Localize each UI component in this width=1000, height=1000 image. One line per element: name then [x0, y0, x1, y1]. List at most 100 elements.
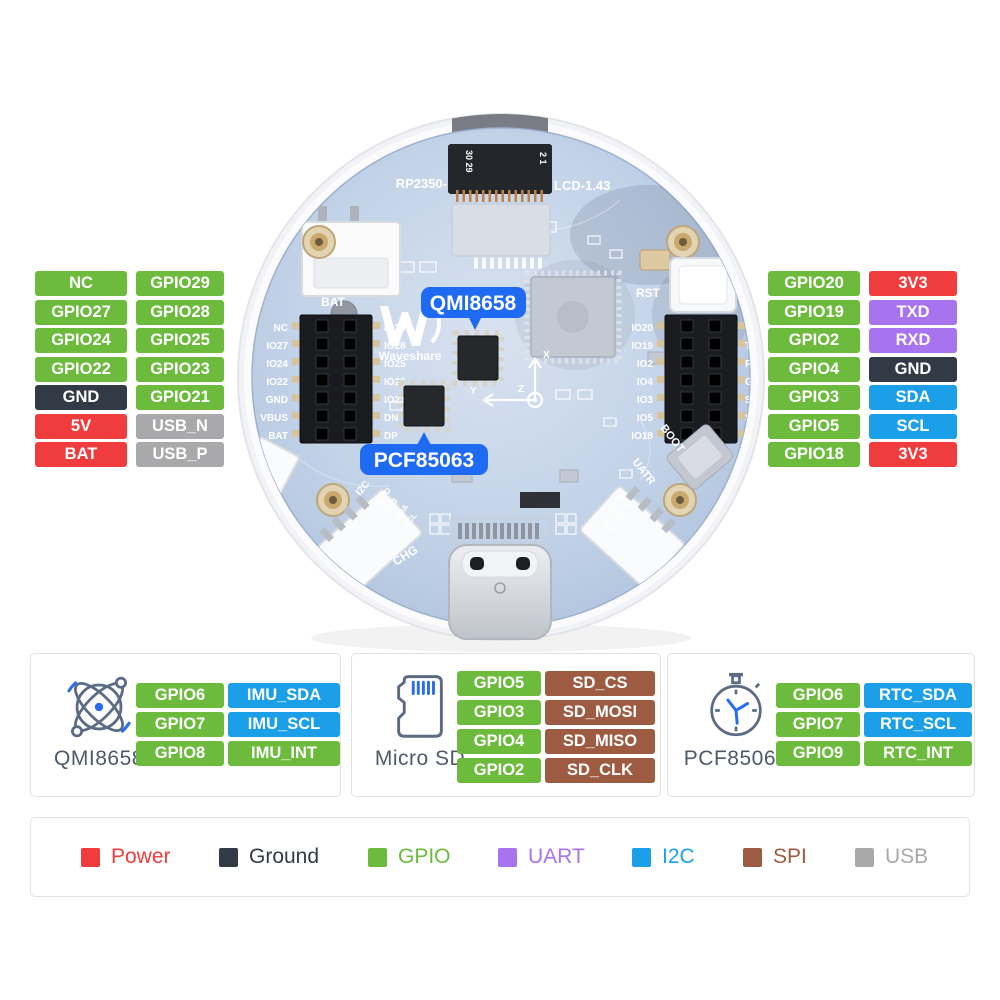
gpio-swatch: [368, 847, 387, 867]
uart-connector: [579, 485, 685, 589]
pin-label: 3V3: [869, 271, 957, 296]
pin-label: RTC_INT: [864, 741, 972, 766]
svg-text:IO29: IO29: [384, 323, 406, 334]
pin-label: RTC_SCL: [864, 712, 972, 737]
pin-label: GPIO28: [136, 299, 224, 325]
pin-label: GPIO20: [768, 271, 860, 296]
svg-text:DP: DP: [384, 431, 398, 442]
pin-label: RXD: [869, 328, 957, 353]
module-name: QMI8658: [54, 747, 144, 770]
legend-item-gpio: GPIO: [368, 845, 451, 869]
spi-swatch: [743, 847, 762, 867]
pin-label: SD_MISO: [545, 729, 655, 754]
fpc-pin-marker-right: 2 1: [538, 152, 548, 165]
left-pin-header: [292, 314, 380, 444]
ground-swatch: [219, 847, 238, 867]
svg-text:IO28: IO28: [384, 341, 406, 352]
pin-label: SD_CLK: [545, 758, 655, 783]
svg-text:IO21: IO21: [384, 395, 406, 406]
svg-text:SDA: SDA: [745, 395, 766, 406]
silkscreen-outlines: [369, 221, 633, 535]
legend-item-power: Power: [81, 845, 171, 869]
pin-label: GPIO6: [776, 683, 860, 708]
svg-text:X: X: [543, 350, 550, 361]
pin-label: 3V3: [869, 442, 957, 467]
pin-label: GND: [869, 356, 957, 382]
module-card-microsd: Micro SD GPIO5 SD_CS GPIO3 SD_MOSI GPIO4…: [351, 653, 661, 797]
pin-label: IMU_SCL: [228, 712, 340, 737]
legend-label: I2C: [662, 845, 695, 868]
pin-label: GPIO2: [457, 758, 541, 783]
pin-label: GPIO7: [136, 712, 224, 737]
legend-item-ground: Ground: [219, 845, 319, 869]
pin-label: GPIO5: [768, 413, 860, 439]
pin-label: GPIO5: [457, 671, 541, 696]
usb-c-connector: [448, 517, 552, 640]
pin-label: GND: [35, 385, 127, 410]
pin-label: RTC_SDA: [864, 683, 972, 708]
svg-text:IO18: IO18: [631, 431, 653, 442]
svg-text:TXD: TXD: [745, 341, 765, 352]
display-fpc-connector: [448, 144, 552, 269]
svg-text:IO5: IO5: [637, 413, 654, 424]
fpc-pin-marker-left: 30 29: [464, 150, 474, 173]
waveshare-logo-text: Waveshare: [379, 349, 442, 363]
svg-text:Z: Z: [518, 384, 524, 395]
module-name: PCF85063: [683, 747, 789, 770]
module-name: Micro SD: [374, 747, 466, 770]
pin-label: USB_N: [136, 413, 224, 439]
right-pin-table: GPIO20 3V3 GPIO19 TXD GPIO2 RXD GPIO4 GN…: [768, 271, 957, 467]
rtc-callout: PCF85063: [360, 432, 488, 475]
silkscreen-model-left: RP2350-: [396, 176, 447, 191]
svg-text:RXD: RXD: [745, 359, 766, 370]
legend-item-uart: UART: [498, 845, 585, 869]
imu-callout: QMI8658: [421, 287, 526, 330]
pin-label: GPIO21: [136, 385, 224, 410]
left-pin-table: NC GPIO29 GPIO27 GPIO28 GPIO24 GPIO25 GP…: [35, 271, 224, 467]
pin-label: GPIO22: [35, 356, 127, 382]
pin-label: GPIO3: [457, 700, 541, 725]
boot-button: [666, 424, 734, 490]
pin-label: SD_MOSI: [545, 700, 655, 725]
svg-text:IO24: IO24: [266, 359, 288, 370]
pin-label: GPIO6: [136, 683, 224, 708]
rtc-callout-label: PCF85063: [374, 449, 474, 472]
pin-label: USB_P: [136, 442, 224, 467]
svg-text:GND: GND: [745, 377, 767, 388]
svg-text:IO4: IO4: [637, 377, 654, 388]
svg-text:GND: GND: [266, 395, 288, 406]
pin-label: IMU_SDA: [228, 683, 340, 708]
svg-text:VBUS: VBUS: [260, 413, 288, 424]
svg-text:Y: Y: [470, 386, 477, 397]
pin-label: GPIO4: [768, 356, 860, 382]
module-card-pcf85063: PCF85063 GPIO6 RTC_SDA GPIO7 RTC_SCL GPI…: [667, 653, 975, 797]
color-legend: Power Ground GPIO UART I2C SPI USB: [30, 817, 970, 897]
pin-label: GPIO23: [136, 356, 224, 382]
microsd-icon: [397, 675, 443, 738]
uart-swatch: [498, 847, 517, 867]
rp2350-chip: [524, 270, 622, 364]
i2c-connector: [317, 488, 423, 592]
pin-label: 5V: [35, 413, 127, 439]
axis-indicator: X Y Z: [470, 350, 550, 409]
svg-text:IO27: IO27: [266, 341, 288, 352]
silkscreen-bat: BAT: [321, 295, 345, 309]
legend-item-spi: SPI: [743, 845, 807, 869]
pin-label: IMU_INT: [228, 741, 340, 766]
pin-label: GPIO19: [768, 299, 860, 325]
pin-label: GPIO2: [768, 328, 860, 353]
screw-posts: [302, 225, 700, 517]
pin-label: GPIO18: [768, 442, 860, 467]
left-header-labels-right: IO29 IO28 IO25 IO23 IO21 DN DP: [384, 323, 406, 442]
svg-text:IO25: IO25: [384, 359, 406, 370]
power-swatch: [81, 847, 100, 867]
pin-label: SCL: [869, 413, 957, 439]
rst-button: [669, 257, 737, 313]
svg-text:IO3: IO3: [637, 395, 654, 406]
pin-label: GPIO7: [776, 712, 860, 737]
legend-label: USB: [885, 845, 929, 868]
silkscreen-rst: RST: [636, 286, 661, 300]
left-header-labels-left: NC IO27 IO24 IO22 GND VBUS BAT: [260, 323, 288, 442]
crystal-oscillator: [639, 249, 671, 271]
